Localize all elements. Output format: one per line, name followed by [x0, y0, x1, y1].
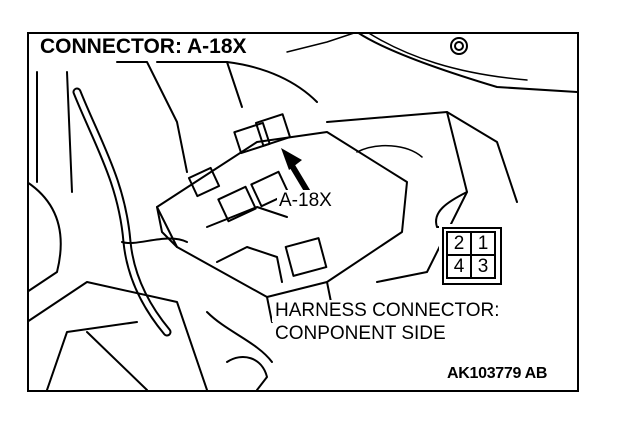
connector-pin-layout: 2 1 4 3: [439, 224, 557, 292]
callout-arrow: [281, 148, 312, 196]
figure-code: AK103779 AB: [447, 365, 548, 382]
relay-box: [156, 131, 408, 298]
round-component-outline: [356, 32, 577, 93]
connector-diagram: CONNECTOR: A-18X A-18X 2 1 4 3 HARNESS C…: [27, 32, 577, 390]
callout-label: A-18X: [277, 190, 334, 212]
harness-label-line1: HARNESS CONNECTOR:: [272, 300, 503, 322]
connector-pin: 2: [446, 231, 472, 256]
connector-outline: [442, 227, 502, 285]
bolt-head: [450, 37, 468, 55]
connector-pin: 4: [446, 254, 472, 279]
harness-label-line2: CONPONENT SIDE: [272, 323, 449, 345]
connector-pin: 1: [470, 231, 496, 256]
diagram-title: CONNECTOR: A-18X: [37, 35, 250, 59]
engine-bay-illustration: [27, 32, 577, 390]
connector-pin: 3: [470, 254, 496, 279]
